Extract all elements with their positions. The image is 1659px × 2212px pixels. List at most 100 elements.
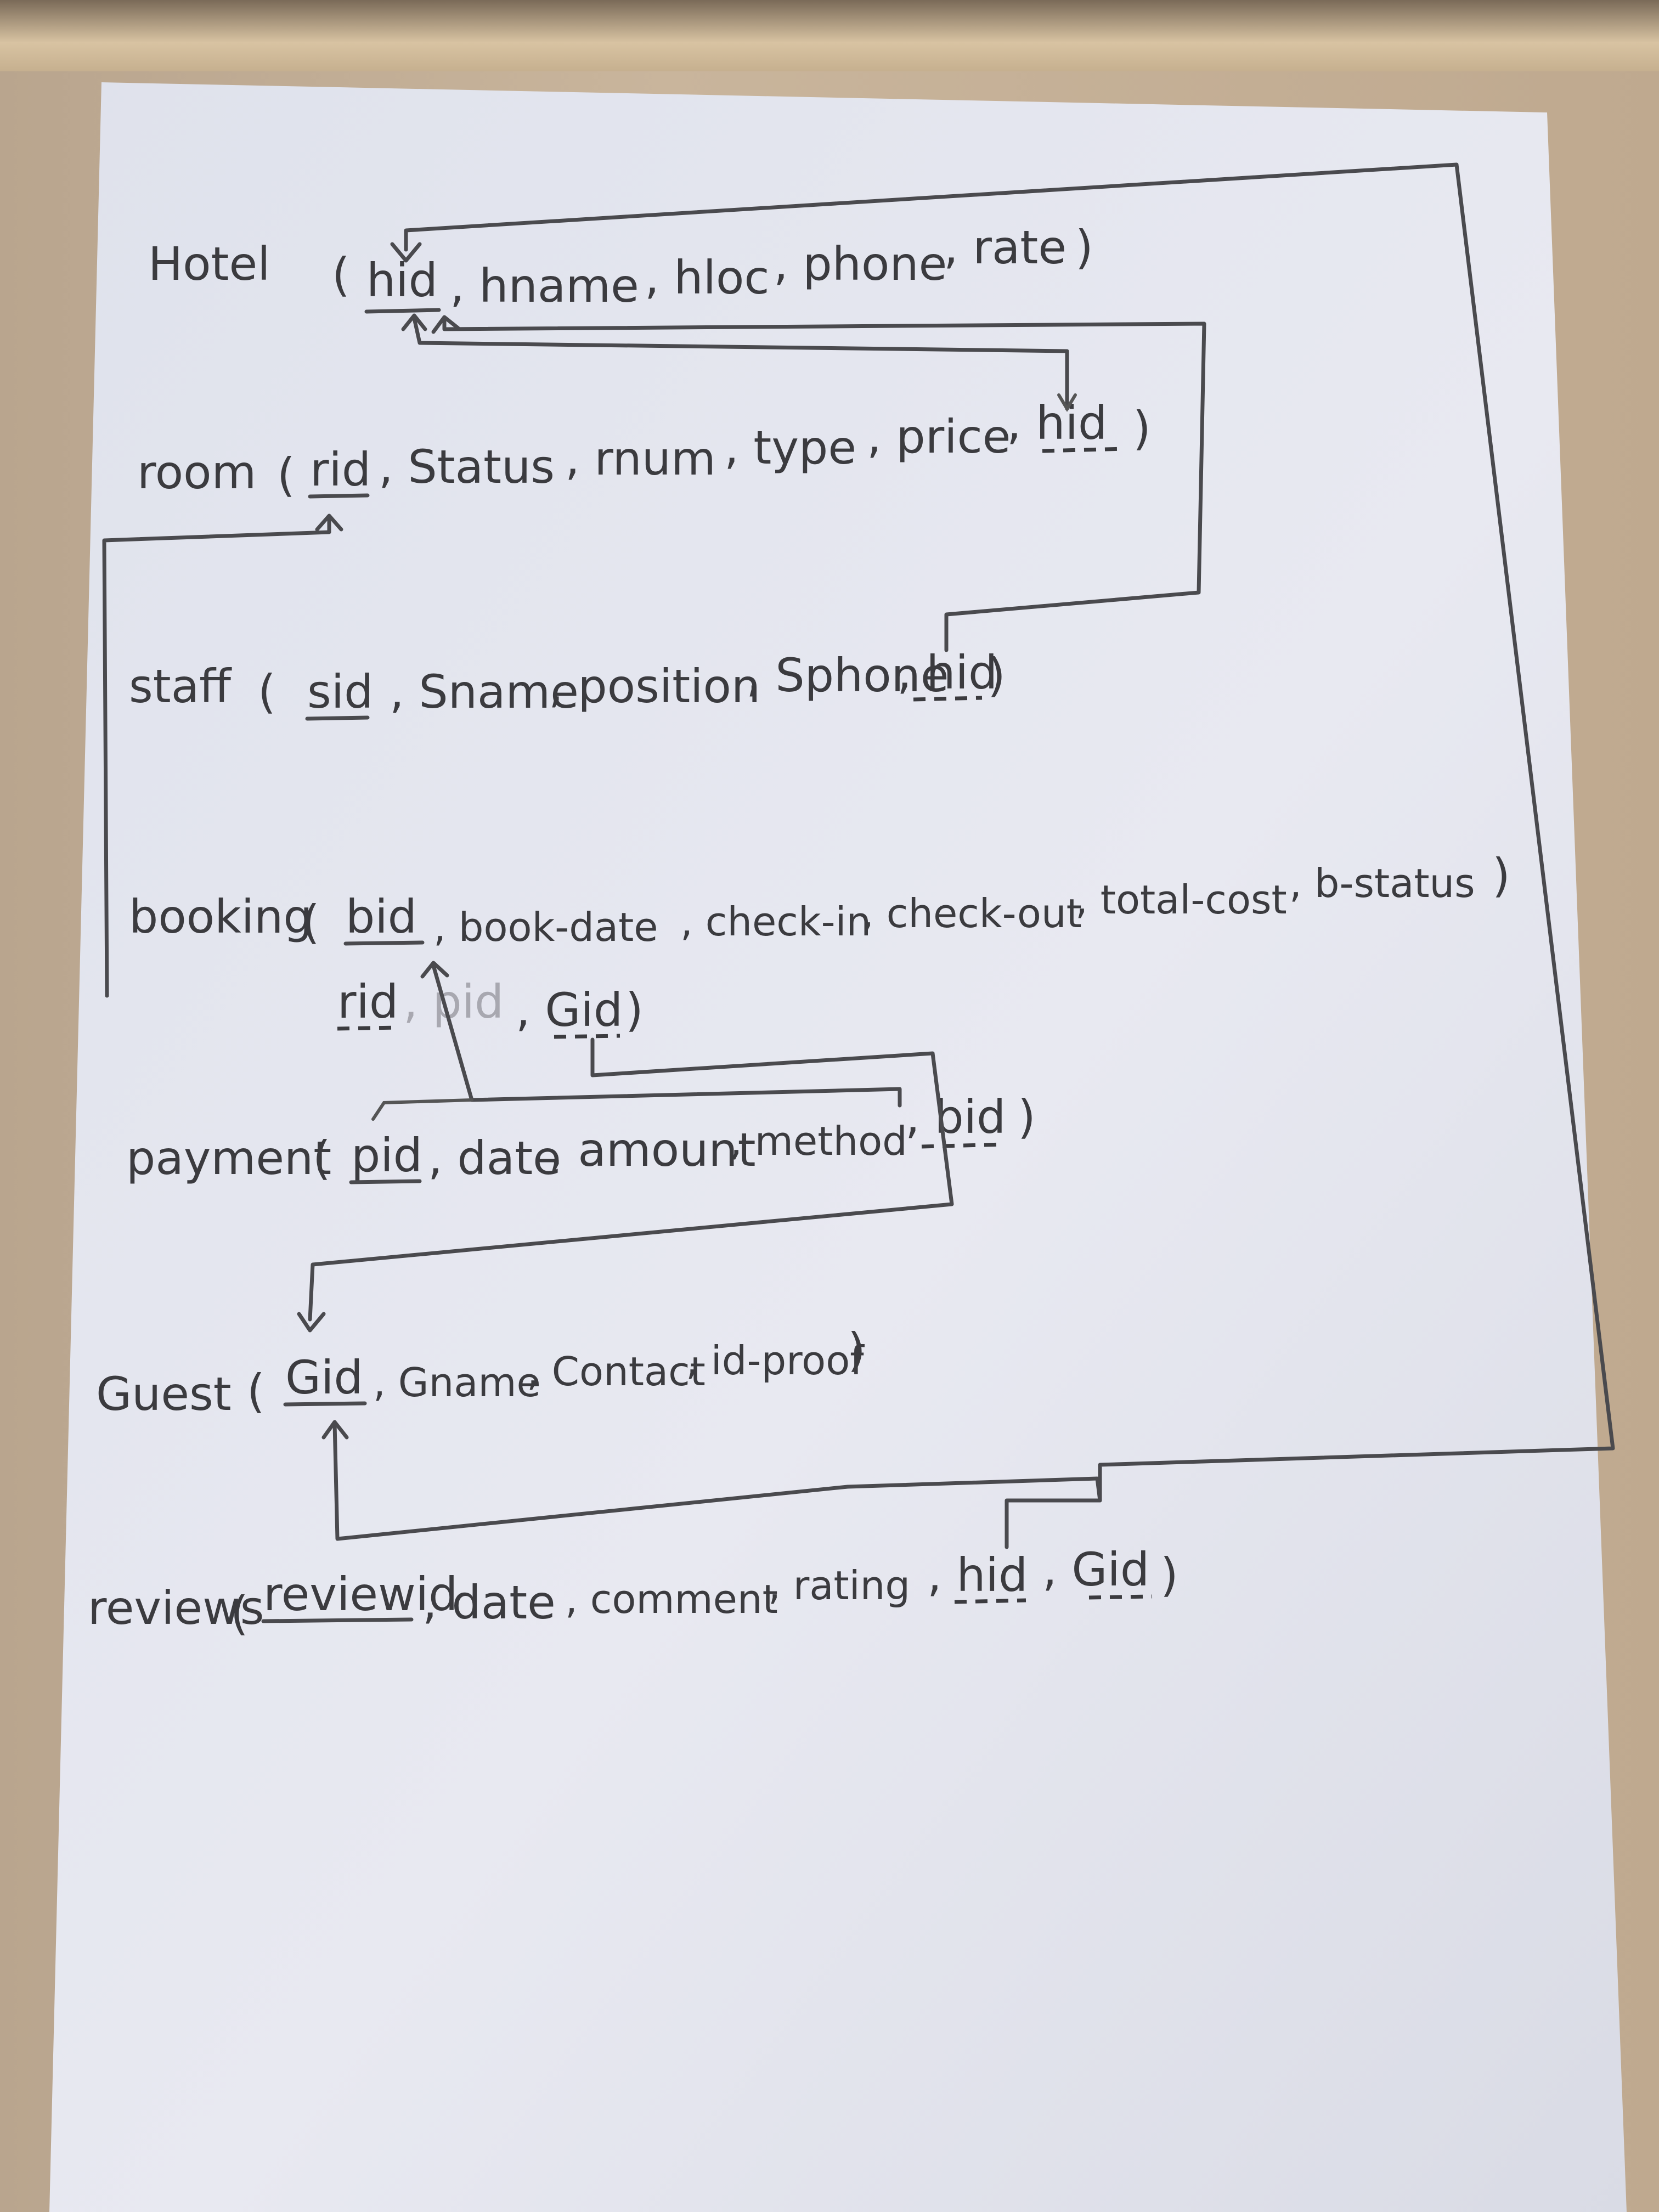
arrow-head (1057, 393, 1077, 412)
relation-name: Hotel (148, 237, 270, 291)
open-paren: ( (313, 1131, 331, 1185)
paper-sheet (49, 82, 1627, 2212)
attr: , id-proof (686, 1338, 865, 1384)
arrow-head (431, 315, 460, 334)
foreign-key: rid (337, 975, 398, 1029)
attr: , Contact (527, 1348, 706, 1395)
attr: , Gname (373, 1359, 541, 1406)
relation-staff: staff ( sid , Sname , position , Sphone … (129, 646, 1006, 721)
desk-background (0, 0, 1659, 71)
relation-name: room (137, 445, 256, 499)
pk-underline (364, 308, 441, 314)
open-paren: ( (247, 1364, 265, 1418)
relation-reviews: reviews ( reviewid , date , comment , ra… (88, 1543, 1178, 1640)
pk-underline (283, 1401, 367, 1407)
close-paren: ) (1133, 402, 1151, 455)
fk-dashed-underline (1042, 447, 1125, 453)
close-paren: ) (1160, 1548, 1178, 1602)
fk-dashed-underline (1088, 1594, 1153, 1600)
relation-name: reviews (88, 1581, 264, 1635)
foreign-key: , Gid (516, 983, 623, 1037)
connector-reviews-gid-to-guest (332, 1421, 1102, 1541)
attr: , check-out (861, 890, 1082, 936)
attr: , date (422, 1576, 556, 1629)
attr: , phone (774, 237, 947, 291)
foreign-key: , hid (927, 1548, 1028, 1602)
connector-payment-bid-to-booking (431, 963, 902, 1108)
primary-key: reviewid (263, 1567, 458, 1621)
relation-hotel: Hotel ( hid , hname , hloc , phone , rat… (148, 221, 1093, 314)
attr: , date (428, 1131, 561, 1185)
open-paren: ( (230, 1587, 249, 1640)
primary-key: rid (310, 443, 371, 496)
relation-name: payment (126, 1131, 331, 1185)
primary-key: bid (346, 890, 417, 944)
arrow-head (420, 961, 449, 979)
open-paren: ( (258, 665, 276, 719)
close-paren: ) (1075, 221, 1093, 274)
open-paren: ( (277, 448, 295, 502)
foreign-key: , Gid (1042, 1543, 1149, 1596)
attr: , rating (768, 1562, 910, 1609)
close-paren: ) (1018, 1090, 1036, 1144)
close-paren: ) (988, 648, 1006, 702)
fk-dashed-underline (954, 1598, 1026, 1604)
attr: , rnum (565, 432, 716, 486)
connector-reviews-hid-to-hotel (404, 162, 1615, 1549)
attr: , type (724, 421, 856, 475)
attr: , rate (944, 221, 1066, 274)
attr: , position (549, 659, 760, 713)
close-paren: ) (848, 1323, 866, 1377)
close-paren: ) (625, 983, 644, 1037)
arrow-head (321, 1420, 349, 1440)
attr: , amount (549, 1123, 756, 1177)
primary-key: sid (307, 665, 373, 719)
attr: , Sphone (746, 648, 949, 702)
arrow-head (297, 1312, 326, 1333)
open-paren: ( (332, 248, 350, 302)
relation-room: room ( rid , Status , rnum , type , pric… (137, 396, 1151, 502)
foreign-key: , bid (905, 1090, 1006, 1144)
fk-dashed-underline (337, 1025, 398, 1031)
relation-name: booking (129, 890, 313, 944)
attr: , hloc (645, 251, 770, 304)
attr: , b-status (1289, 860, 1475, 906)
relation-name: Guest (96, 1367, 232, 1421)
relation-payment: payment ( pid , date , amount , method ,… (126, 1090, 1036, 1185)
relation-name: staff (129, 659, 232, 713)
pk-underline (343, 940, 425, 946)
attr: , price (867, 410, 1011, 464)
open-paren: ( (302, 895, 320, 949)
fk-dashed-underline (921, 1142, 1005, 1149)
pk-underline (305, 715, 370, 721)
arrow-head (315, 514, 343, 532)
relation-booking: booking ( bid , book-date , check-in , c… (129, 849, 1510, 1039)
primary-key: hid (366, 253, 438, 307)
connector-booking-pid-to-payment (371, 1098, 473, 1121)
connector-room-hid-to-hotel (412, 316, 1069, 411)
foreign-key: , hid (1007, 396, 1107, 450)
connector-booking-gid-to-guest (308, 1037, 954, 1322)
attr: , Status (379, 440, 555, 494)
pk-underline (308, 493, 370, 499)
close-paren: ) (1492, 849, 1510, 902)
foreign-key: , hid (897, 646, 997, 699)
attr: , comment (565, 1576, 778, 1622)
primary-key: Gid (285, 1351, 363, 1404)
primary-key: pid (351, 1128, 422, 1182)
attr: , check-in (680, 899, 871, 945)
fk-dashed-underline (913, 696, 983, 702)
foreign-key-crossed: , pid (403, 975, 504, 1029)
pk-underline (261, 1617, 414, 1623)
attr: , hname (450, 259, 639, 313)
fk-dashed-underline (554, 1034, 620, 1039)
attr: , Sname (390, 665, 579, 719)
arrow-head (390, 242, 422, 263)
attr: , book-date (433, 904, 658, 950)
connector-staff-hid-to-hotel (442, 316, 1206, 652)
pk-underline (349, 1179, 422, 1184)
arrow-head (401, 313, 427, 331)
relation-guest: Guest ( Gid , Gname , Contact , id-proof… (96, 1323, 866, 1421)
attr: , total-cost (1075, 877, 1287, 923)
